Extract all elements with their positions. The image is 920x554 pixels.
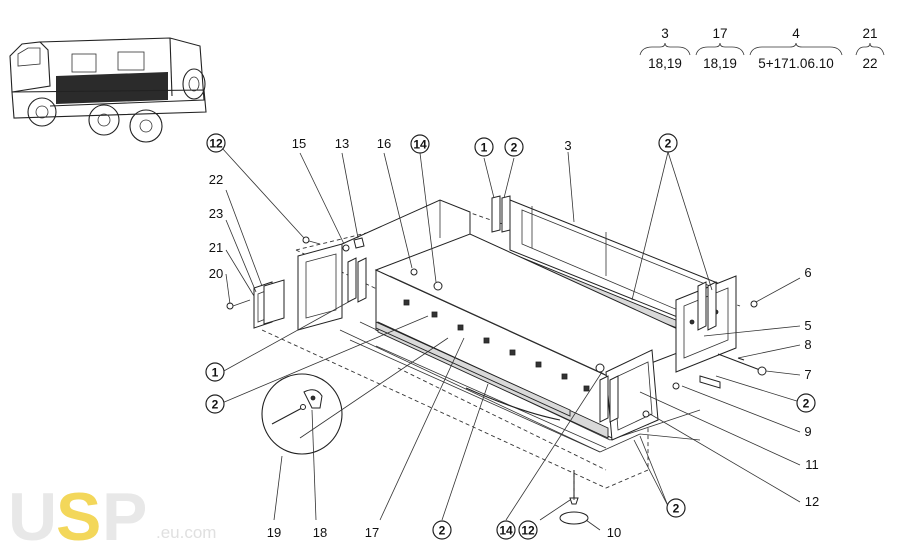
svg-text:14: 14 xyxy=(499,524,513,538)
callout-19: 19 xyxy=(267,525,281,540)
reference-group-2: 17 18,19 xyxy=(695,26,745,71)
svg-text:2: 2 xyxy=(439,524,446,538)
callout-9: 9 xyxy=(804,424,811,439)
callout-8: 8 xyxy=(804,337,811,352)
circled-callout-14: 14 xyxy=(496,520,516,540)
callout-labels: 15 13 16 3 22 23 21 20 6 5 8 7 9 11 12 1… xyxy=(209,136,819,540)
ref-bottom: 22 xyxy=(862,56,877,71)
ref-top: 3 xyxy=(661,26,669,41)
svg-text:2: 2 xyxy=(803,397,810,411)
leader-lines xyxy=(221,147,801,531)
reference-groups: 3 18,19 17 18,19 4 5+171.06.10 21 22 xyxy=(639,26,885,71)
callout-23: 23 xyxy=(209,206,223,221)
circled-callout-2: 2 xyxy=(205,394,225,414)
callout-5: 5 xyxy=(804,318,811,333)
circled-callout-2: 2 xyxy=(504,137,524,157)
svg-text:2: 2 xyxy=(212,398,219,412)
circled-callout-2: 2 xyxy=(432,520,452,540)
callout-22: 22 xyxy=(209,172,223,187)
circled-callout-12: 12 xyxy=(206,133,226,153)
callout-20: 20 xyxy=(209,266,223,281)
svg-text:12: 12 xyxy=(209,137,223,151)
ref-bottom: 18,19 xyxy=(648,56,682,71)
circled-callouts: 12 14 1 2 2 1 2 2 xyxy=(205,133,816,540)
circled-callout-1: 1 xyxy=(205,362,225,382)
callout-21: 21 xyxy=(209,240,223,255)
ref-top: 4 xyxy=(792,26,800,41)
callout-12: 12 xyxy=(805,494,819,509)
circled-callout-2: 2 xyxy=(666,498,686,518)
logo-letter-p: P xyxy=(102,479,147,554)
callout-13: 13 xyxy=(335,136,349,151)
circled-callout-14: 14 xyxy=(410,134,430,154)
lower-rail-strip xyxy=(375,321,571,421)
detail-inset xyxy=(261,373,343,455)
small-parts xyxy=(226,236,767,525)
circled-callout-2: 2 xyxy=(658,133,678,153)
reference-group-3: 4 5+171.06.10 xyxy=(749,26,843,71)
ref-bottom: 5+171.06.10 xyxy=(758,56,833,71)
logo-letter-u: U xyxy=(8,479,57,554)
circled-callout-1: 1 xyxy=(474,137,494,157)
callout-3: 3 xyxy=(564,138,571,153)
callout-7: 7 xyxy=(804,367,811,382)
ref-top: 21 xyxy=(862,26,877,41)
ref-bottom: 18,19 xyxy=(703,56,737,71)
svg-text:2: 2 xyxy=(665,137,672,151)
circled-callout-12: 12 xyxy=(518,520,538,540)
usp-logo: U S P .eu.com xyxy=(8,479,216,554)
logo-domain: .eu.com xyxy=(156,523,216,542)
reference-group-4: 21 22 xyxy=(855,26,885,71)
svg-text:14: 14 xyxy=(413,138,427,152)
board-holes xyxy=(403,299,590,392)
callout-18: 18 xyxy=(313,525,327,540)
logo-letter-s: S xyxy=(56,479,101,554)
svg-text:1: 1 xyxy=(212,366,219,380)
callout-10: 10 xyxy=(607,525,621,540)
callout-15: 15 xyxy=(292,136,306,151)
circled-callout-2: 2 xyxy=(796,393,816,413)
callout-16: 16 xyxy=(377,136,391,151)
callout-11: 11 xyxy=(805,457,819,472)
svg-text:12: 12 xyxy=(521,524,535,538)
callout-17: 17 xyxy=(365,525,379,540)
vehicle-thumbnail xyxy=(9,37,207,143)
svg-text:2: 2 xyxy=(673,502,680,516)
hinge-brackets xyxy=(347,195,717,423)
reference-group-1: 3 18,19 xyxy=(639,26,691,71)
callout-6: 6 xyxy=(804,265,811,280)
svg-text:2: 2 xyxy=(511,141,518,155)
ref-top: 17 xyxy=(712,26,727,41)
svg-text:1: 1 xyxy=(481,141,488,155)
